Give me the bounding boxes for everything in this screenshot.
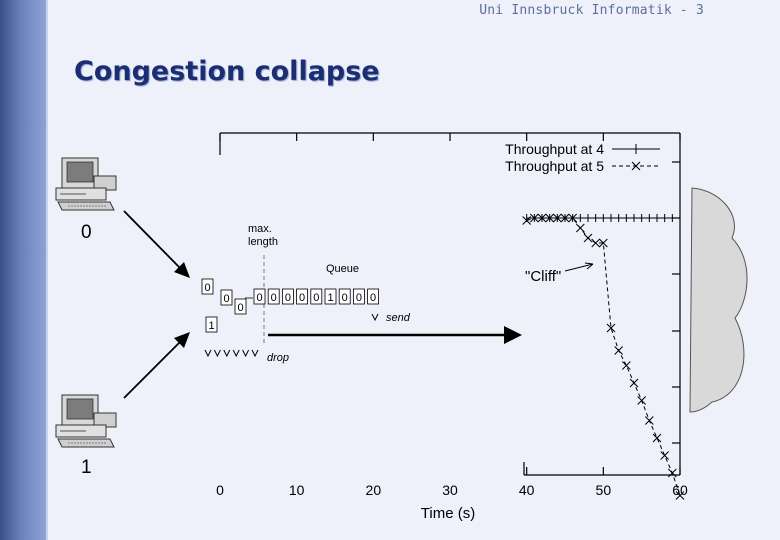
queue-title: Queue xyxy=(326,263,359,275)
max-length-label-2: length xyxy=(248,236,278,248)
packet-box xyxy=(220,289,233,306)
cliff-annotation: "Cliff" xyxy=(525,268,561,285)
packet-value: 0 xyxy=(223,293,229,305)
queue-cell-value: 0 xyxy=(285,292,291,304)
queue-cell-box xyxy=(338,288,351,305)
series-2-point xyxy=(621,361,631,370)
series-2-point xyxy=(675,491,685,500)
series-2-point xyxy=(660,451,670,460)
queue-cell-box xyxy=(324,288,337,305)
packet-box xyxy=(201,278,214,295)
series-2-point xyxy=(545,213,555,223)
host-label-0: 0 xyxy=(81,222,92,243)
queue-cell-box xyxy=(267,288,280,305)
series-throughput-at-5 xyxy=(522,213,685,500)
queue-cell-value: 0 xyxy=(299,292,305,304)
series-2-point xyxy=(552,213,562,223)
slide-title: Congestion collapse xyxy=(74,56,380,87)
queue-cell-value: 0 xyxy=(356,292,362,304)
queue-cell-box xyxy=(281,288,294,305)
queue-cell-value: 0 xyxy=(370,292,376,304)
queue-cell-box xyxy=(310,288,323,305)
queue-cell-value: 0 xyxy=(271,292,277,304)
series-2-point xyxy=(537,213,547,223)
network-cloud xyxy=(689,187,748,413)
series-2-point xyxy=(560,213,570,223)
cliff-annotation-arrow xyxy=(564,263,594,272)
series-2-point xyxy=(529,213,539,223)
drop-marker xyxy=(204,349,212,358)
drop-marker xyxy=(232,349,240,358)
queue-cell-box xyxy=(352,288,365,305)
x-tick-label: 10 xyxy=(289,482,305,498)
series-line xyxy=(526,217,681,496)
arrow-host-1 xyxy=(123,341,181,399)
series-2-point xyxy=(583,233,593,243)
drop-marker xyxy=(213,349,221,358)
send-marker xyxy=(371,313,379,322)
flow-arrows xyxy=(123,210,522,399)
x-tick-label: 0 xyxy=(216,482,224,498)
queue-cell-value: 1 xyxy=(327,292,333,304)
queue-cell-box xyxy=(253,288,266,305)
x-tick-label: 60 xyxy=(672,482,688,498)
x-tick-label: 40 xyxy=(519,482,535,498)
bottom-tick-marks xyxy=(526,467,681,475)
queue-cell-value: 0 xyxy=(342,292,348,304)
series-throughput-at-4 xyxy=(526,214,681,222)
legend-marker-series-2 xyxy=(631,161,641,171)
series-2-point xyxy=(652,433,662,443)
packet-box xyxy=(205,316,218,333)
x-tick-labels: 0 10 20 30 40 50 60 xyxy=(216,482,688,498)
chart-legend: Throughput at 4 Throughput at 5 xyxy=(505,141,660,174)
arrowhead-to-network xyxy=(504,326,522,344)
top-tick-marks xyxy=(219,133,681,141)
arrow-host-0 xyxy=(123,210,181,269)
drop-label: drop xyxy=(267,352,289,364)
series-2-point xyxy=(591,238,601,248)
drop-marker xyxy=(251,349,259,358)
right-tick-marks xyxy=(672,161,680,444)
queue-cell-value: 0 xyxy=(256,292,262,304)
series-2-point xyxy=(667,468,677,478)
x-axis-label: Time (s) xyxy=(421,505,475,522)
drop-marker xyxy=(223,349,231,358)
x-tick-label: 20 xyxy=(366,482,382,498)
arrowhead-host-0 xyxy=(174,262,190,278)
x-tick-label: 50 xyxy=(596,482,612,498)
computer-icon-host-1 xyxy=(55,394,117,448)
packet-value: 1 xyxy=(208,320,214,332)
series-2-point xyxy=(568,213,578,223)
queue-cell-box xyxy=(296,288,309,305)
packet-value: 0 xyxy=(204,282,210,294)
queue-cell-box xyxy=(367,288,380,305)
series-2-point xyxy=(575,223,585,233)
queue-cell-value: 0 xyxy=(313,292,319,304)
host-label-1: 1 xyxy=(81,457,92,478)
series-2-point xyxy=(614,346,624,355)
cliff-annotation-arrowhead xyxy=(584,262,594,270)
drop-markers xyxy=(204,349,259,358)
packet-value: 0 xyxy=(237,302,243,314)
sidebar-stripe xyxy=(0,0,48,540)
computer-icon-host-0 xyxy=(55,157,117,211)
series-2-point xyxy=(644,416,654,425)
series-2-point xyxy=(629,378,639,388)
series-2-point xyxy=(598,238,608,248)
series-2-point xyxy=(637,396,647,405)
arrowhead-host-1 xyxy=(174,332,190,348)
slide-footer-text: Uni Innsbruck Informatik - 3 xyxy=(479,3,704,18)
series-2-point xyxy=(606,323,616,333)
send-label: send xyxy=(386,312,411,324)
x-tick-label: 30 xyxy=(442,482,458,498)
legend-label-series-1: Throughput at 4 xyxy=(505,141,604,157)
series-2-point xyxy=(522,216,532,225)
drop-marker xyxy=(242,349,250,358)
max-length-label: max. xyxy=(248,223,272,235)
legend-label-series-2: Throughput at 5 xyxy=(505,158,604,174)
packet-box xyxy=(234,298,247,315)
